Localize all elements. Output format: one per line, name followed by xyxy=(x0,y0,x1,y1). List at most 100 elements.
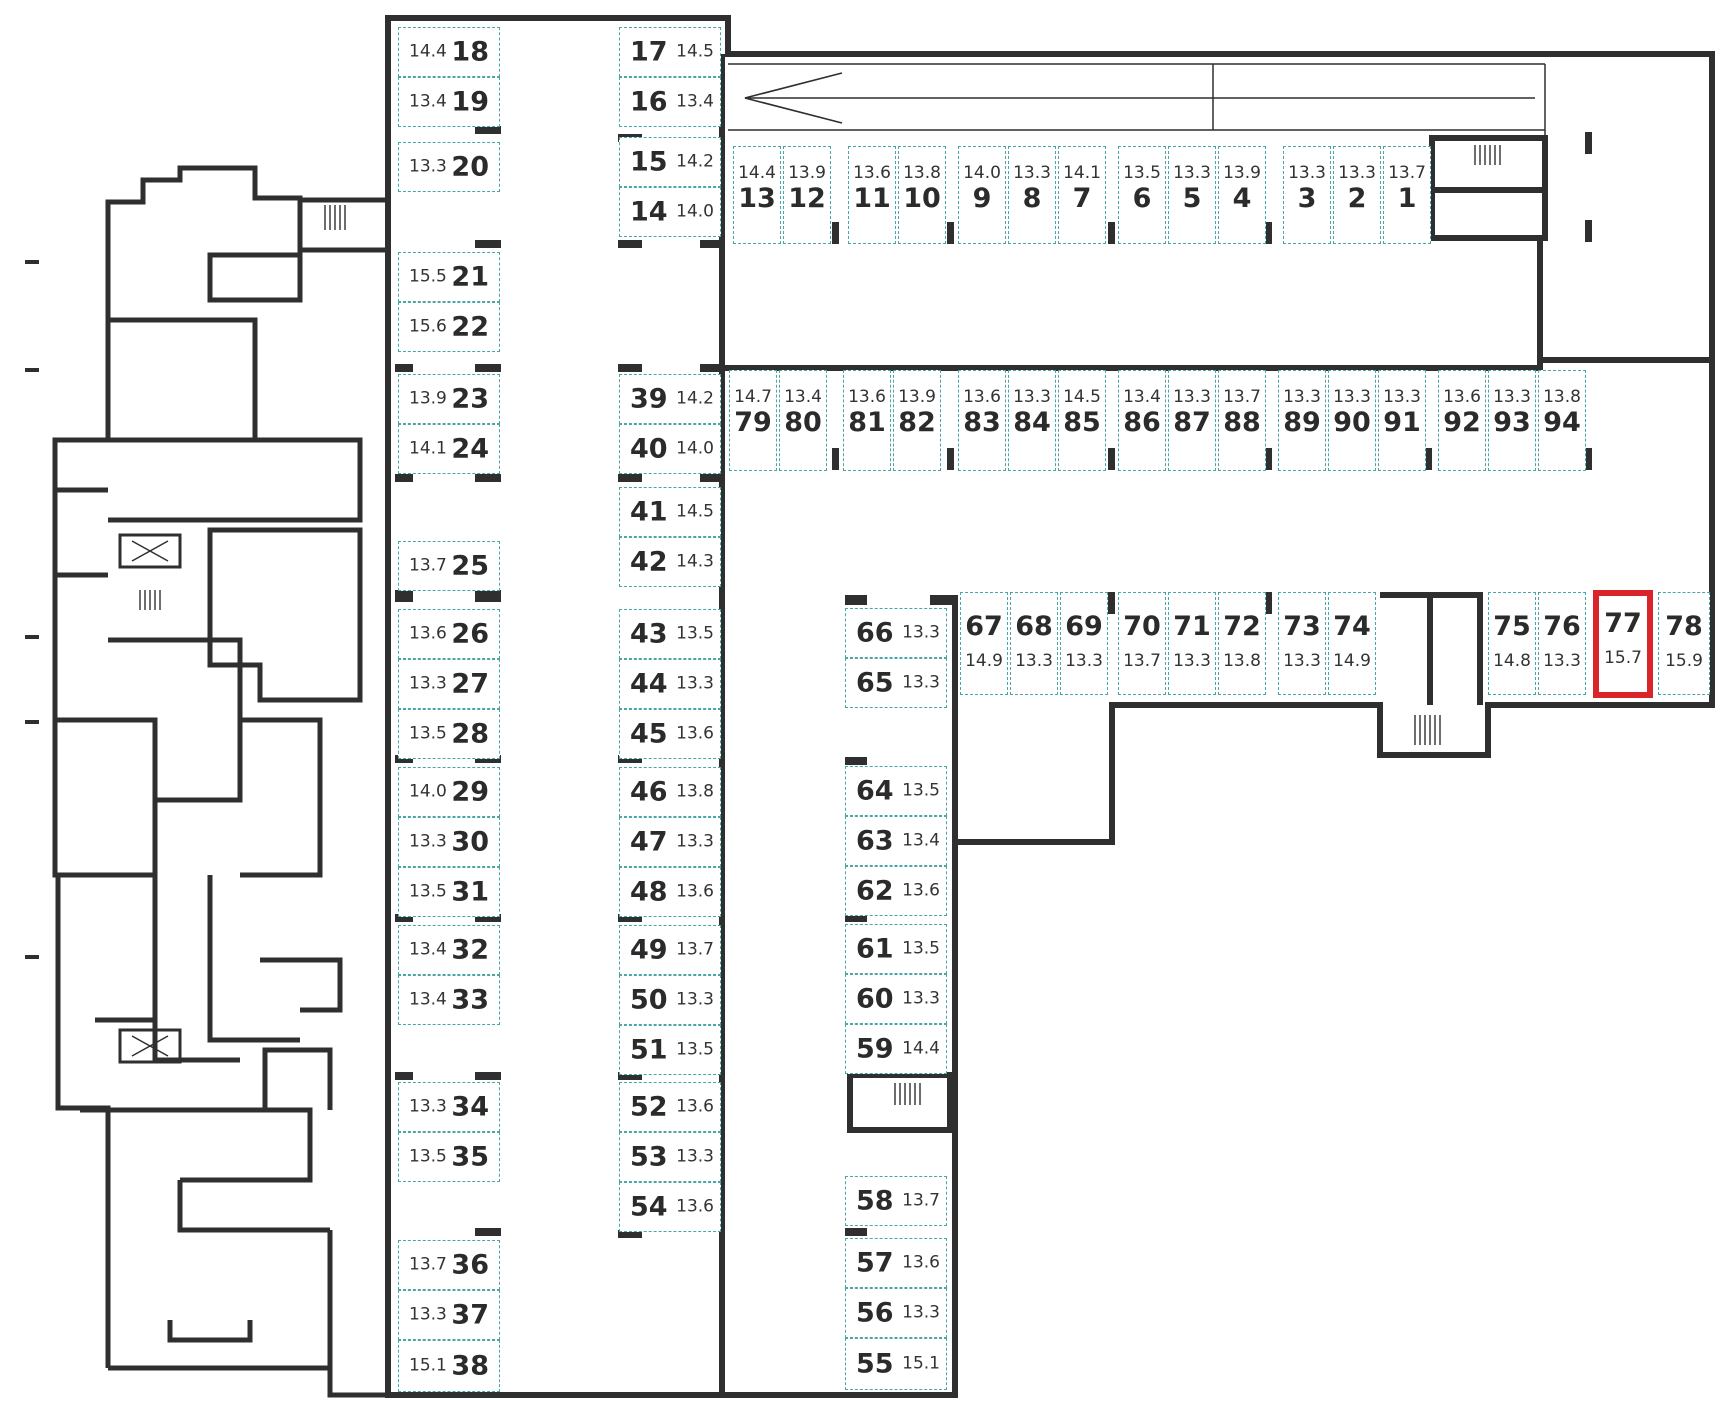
spot-number: 30 xyxy=(451,826,489,858)
spot-area: 15.1 xyxy=(409,1355,447,1376)
spot-number: 61 xyxy=(856,933,894,965)
spot-area: 13.3 xyxy=(1333,387,1371,407)
spot-number: 51 xyxy=(630,1034,668,1066)
spot-area: 14.3 xyxy=(676,551,714,572)
